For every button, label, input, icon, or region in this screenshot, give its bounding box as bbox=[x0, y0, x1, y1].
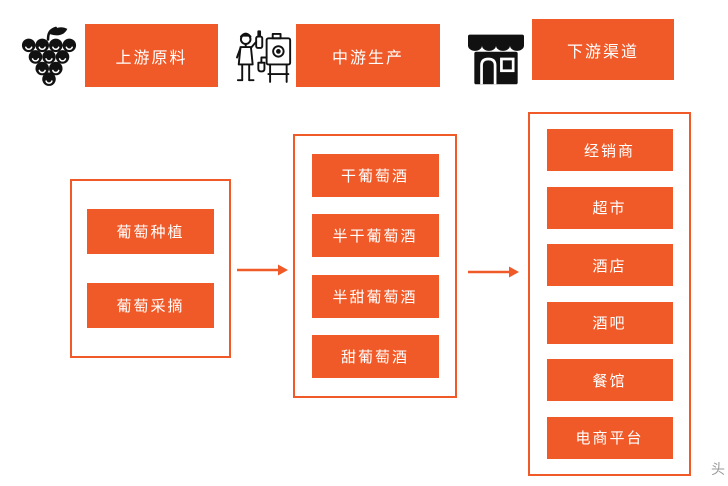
watermark-fragment: 头 bbox=[711, 461, 725, 477]
node-hotel: 酒店 bbox=[546, 244, 673, 287]
node-semi-sweet-wine: 半甜葡萄酒 bbox=[311, 274, 439, 318]
node-bar: 酒吧 bbox=[546, 301, 673, 344]
flow-arrow-upstream-to-midstream bbox=[237, 264, 288, 276]
winemaker-icon bbox=[229, 27, 299, 88]
stage-header-upstream: 上游原料 bbox=[85, 24, 218, 87]
midstream-group-box: 干葡萄酒 半干葡萄酒 半甜葡萄酒 甜葡萄酒 bbox=[293, 134, 457, 398]
node-sweet-wine: 甜葡萄酒 bbox=[311, 335, 439, 379]
node-dry-wine: 干葡萄酒 bbox=[311, 153, 439, 197]
downstream-group-box: 经销商 超市 酒店 酒吧 餐馆 电商平台 bbox=[528, 112, 691, 476]
node-ecommerce-platform: 电商平台 bbox=[546, 416, 673, 459]
node-grape-picking: 葡萄采摘 bbox=[87, 282, 214, 328]
node-restaurant: 餐馆 bbox=[546, 359, 673, 402]
grapes-icon bbox=[20, 24, 78, 86]
flow-arrow-midstream-to-downstream bbox=[468, 266, 519, 278]
upstream-group-box: 葡萄种植 葡萄采摘 bbox=[70, 179, 231, 358]
node-supermarket: 超市 bbox=[546, 186, 673, 229]
storefront-icon bbox=[463, 31, 529, 87]
node-semi-dry-wine: 半干葡萄酒 bbox=[311, 214, 439, 258]
stage-header-downstream: 下游渠道 bbox=[532, 19, 674, 80]
node-distributor: 经销商 bbox=[546, 129, 673, 172]
stage-header-midstream: 中游生产 bbox=[296, 24, 440, 87]
node-grape-planting: 葡萄种植 bbox=[87, 209, 214, 255]
